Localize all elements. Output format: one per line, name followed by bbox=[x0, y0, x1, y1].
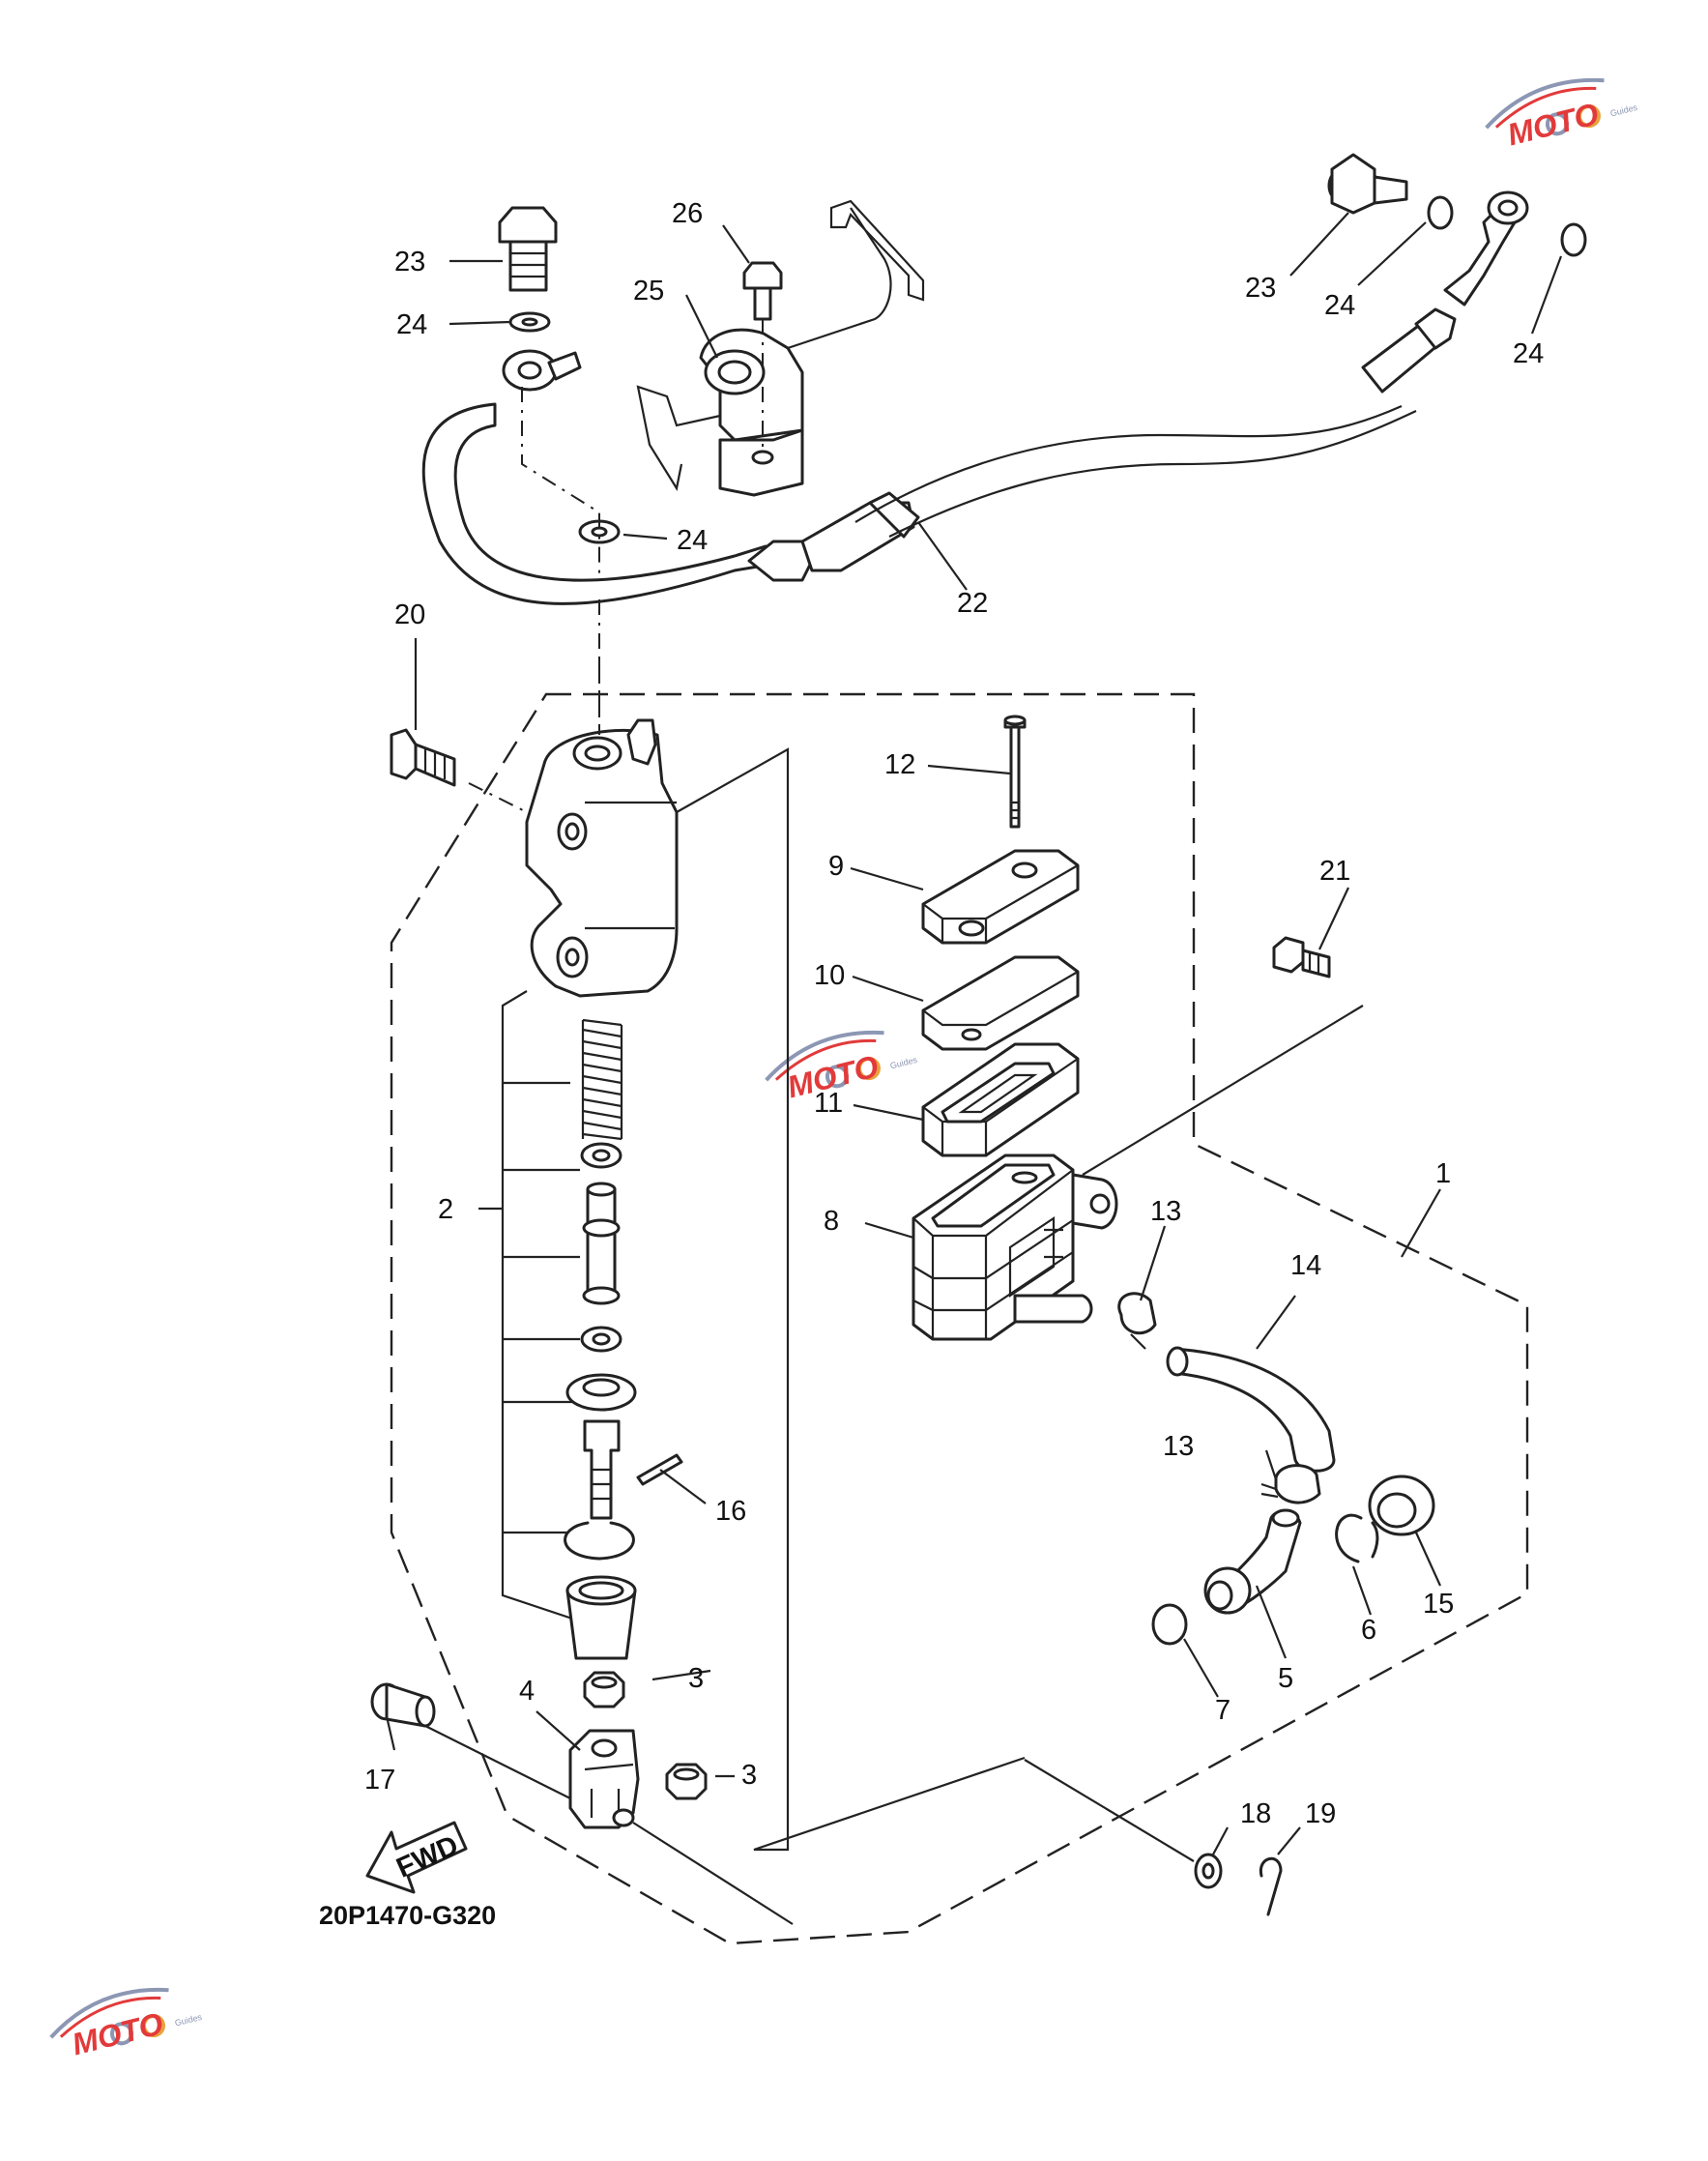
washer-24-left bbox=[508, 311, 551, 333]
part-label-23: 23 bbox=[1245, 273, 1276, 304]
part-label-3: 3 bbox=[741, 1760, 757, 1791]
part-label-11: 11 bbox=[814, 1088, 843, 1119]
pin-16 bbox=[636, 1453, 683, 1486]
watermark-subtext: Guides bbox=[174, 2012, 204, 2029]
screw-21-line bbox=[1082, 1005, 1364, 1176]
washer-24-right-a bbox=[1427, 195, 1454, 230]
part-label-24: 24 bbox=[1324, 290, 1355, 321]
part-label-1: 1 bbox=[1435, 1158, 1451, 1189]
washer-24-mid bbox=[578, 519, 621, 544]
union-bolt-23-left bbox=[498, 206, 558, 292]
boot bbox=[565, 1575, 637, 1660]
diaphragm-11 bbox=[921, 1042, 1080, 1157]
nut-3-lower bbox=[665, 1763, 708, 1800]
hose-14 bbox=[1166, 1346, 1336, 1473]
part-label-5: 5 bbox=[1278, 1663, 1293, 1694]
part-label-4: 4 bbox=[519, 1676, 535, 1707]
union-bolt-23-right bbox=[1327, 153, 1408, 215]
watermark-text: MOTO bbox=[1504, 96, 1602, 152]
screw-12 bbox=[1003, 715, 1027, 829]
cotter-pin-19 bbox=[1259, 1856, 1283, 1916]
banjo-fitting-left bbox=[502, 349, 582, 392]
clevis-pin-17 bbox=[370, 1682, 436, 1728]
brake-hose-22 bbox=[421, 402, 1417, 605]
circlip-6 bbox=[1335, 1513, 1379, 1563]
part-label-13: 13 bbox=[1150, 1196, 1181, 1227]
washer-18 bbox=[1194, 1853, 1223, 1889]
part-label-16: 16 bbox=[715, 1496, 746, 1527]
part-label-25: 25 bbox=[633, 276, 664, 307]
hose-center-line bbox=[521, 387, 600, 580]
circlip bbox=[564, 1521, 635, 1561]
part-label-10: 10 bbox=[814, 960, 845, 991]
cap-plate-10 bbox=[921, 955, 1080, 1051]
leader-lines bbox=[385, 212, 1563, 1855]
part-label-24: 24 bbox=[677, 525, 708, 556]
part-label-23: 23 bbox=[394, 247, 425, 277]
part-label-9: 9 bbox=[828, 851, 844, 882]
part-label-18: 18 bbox=[1240, 1798, 1271, 1829]
assembly-boundary bbox=[390, 692, 1529, 1945]
master-cylinder-body bbox=[525, 718, 679, 998]
hose-joint-5 bbox=[1203, 1508, 1302, 1615]
bolt-20 bbox=[390, 728, 456, 787]
reservoir-8 bbox=[912, 1154, 1118, 1341]
banjo-fitting-upper-right bbox=[1361, 190, 1529, 394]
part-label-24: 24 bbox=[396, 309, 427, 340]
part-label-2: 2 bbox=[438, 1194, 453, 1225]
part-label-24: 24 bbox=[1513, 338, 1544, 369]
assembly-bracket bbox=[676, 747, 1026, 1852]
part-label-12: 12 bbox=[884, 749, 915, 780]
watermark-subtext: Guides bbox=[1609, 102, 1639, 119]
reservoir-cap-9 bbox=[921, 849, 1080, 945]
watermark-subtext: Guides bbox=[889, 1055, 919, 1071]
part-label-7: 7 bbox=[1215, 1695, 1230, 1726]
push-rod-washer bbox=[565, 1373, 637, 1412]
part-label-26: 26 bbox=[672, 198, 703, 229]
watermark-text: MOTO bbox=[69, 2005, 166, 2061]
part-label-3: 3 bbox=[688, 1663, 704, 1694]
part-label-17: 17 bbox=[364, 1765, 395, 1796]
part-label-20: 20 bbox=[394, 599, 425, 630]
watermark-bottom-left: MOTO Guides bbox=[43, 1980, 204, 2062]
screw-21 bbox=[1272, 936, 1331, 978]
washer-24-right-b bbox=[1560, 222, 1587, 257]
spring bbox=[581, 1018, 623, 1141]
push-rod bbox=[583, 1419, 621, 1520]
hose-clamp-13-upper bbox=[1117, 1292, 1157, 1350]
watermark-top-right: MOTO Guides bbox=[1478, 71, 1639, 153]
part-label-8: 8 bbox=[824, 1206, 839, 1237]
nut-3-upper bbox=[583, 1671, 625, 1708]
part-labels: 1 2 3 3 4 5 6 7 8 9 10 11 12 13 13 14 15… bbox=[364, 198, 1544, 1829]
primary-cup bbox=[580, 1142, 622, 1169]
clevis-pin-line bbox=[424, 1725, 794, 1925]
part-label-13: 13 bbox=[1163, 1431, 1194, 1462]
part-label-19: 19 bbox=[1305, 1798, 1336, 1829]
o-ring-7 bbox=[1151, 1603, 1188, 1646]
bolt-20-center-line bbox=[468, 782, 528, 813]
piston bbox=[582, 1182, 621, 1305]
bolt-26 bbox=[742, 261, 783, 465]
part-label-21: 21 bbox=[1319, 856, 1350, 887]
part-label-14: 14 bbox=[1290, 1250, 1321, 1281]
part-label-6: 6 bbox=[1361, 1615, 1376, 1646]
part-label-15: 15 bbox=[1423, 1589, 1454, 1620]
inner-parts-bracket bbox=[478, 990, 591, 1626]
fwd-arrow: FWD bbox=[365, 1821, 468, 1894]
secondary-cup bbox=[580, 1326, 622, 1353]
hose-clamp-13-lower bbox=[1260, 1464, 1321, 1504]
grommet-15 bbox=[1368, 1475, 1435, 1536]
hose-guide-25 bbox=[636, 199, 925, 497]
part-label-22: 22 bbox=[957, 588, 988, 619]
washer-18-line bbox=[1024, 1759, 1195, 1862]
diagram-code: 20P1470-G320 bbox=[319, 1901, 496, 1930]
clevis-4 bbox=[568, 1729, 640, 1829]
